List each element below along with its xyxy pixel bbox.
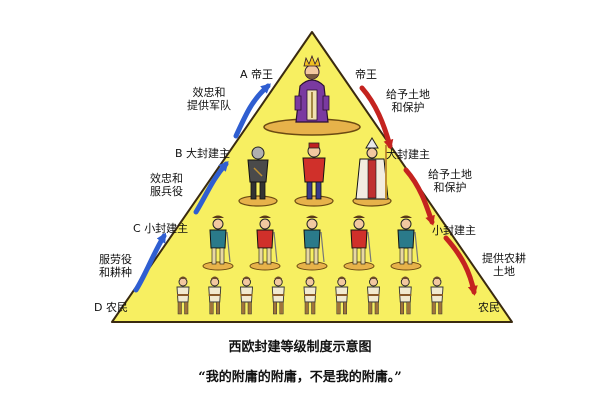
duty-label-bottom: 服劳役 和耕种: [99, 253, 132, 279]
level-b-name: 大封建主: [186, 147, 231, 160]
knight-platform: [249, 261, 281, 271]
duty-label-top-line2: 提供军队: [187, 99, 231, 112]
grant-label-bottom-line2: 土地: [493, 265, 515, 278]
knight-figure-icon: [303, 215, 325, 265]
knight-platform: [343, 261, 375, 271]
duty-label-bottom-line1: 服劳役: [99, 253, 132, 266]
knight-platform: [202, 261, 234, 271]
level-c-label: C 小封建主: [133, 222, 188, 235]
grant-label-middle: 给予土地 和保护: [428, 168, 472, 194]
peasant-figure-icon: [430, 276, 444, 315]
grant-label-bottom-line1: 提供农耕: [482, 252, 526, 265]
peasant-figure-icon: [271, 276, 285, 315]
level-d-letter: D: [94, 301, 103, 314]
arrow-d-to-c: [133, 232, 167, 293]
platforms: [202, 118, 422, 271]
peasant-figure-icon: [240, 276, 253, 315]
platform-upper-left: [238, 195, 278, 207]
level-a-letter: A: [240, 68, 248, 81]
arrow-a-to-b: [359, 85, 394, 150]
level-a-label: A 帝王: [240, 68, 273, 81]
grant-label-top-line1: 给予土地: [386, 88, 430, 101]
grant-label-middle-line2: 和保护: [433, 181, 467, 194]
level-a-name: 帝王: [251, 68, 274, 81]
level-d-name: 农民: [105, 301, 128, 314]
knight-figure-icon: [350, 215, 372, 265]
great-lord-figure-icon: [247, 146, 269, 200]
grant-label-top: 给予土地 和保护: [386, 88, 430, 114]
right-label-lesser-lord: 小封建主: [432, 224, 476, 237]
level-c-letter: C: [133, 222, 141, 235]
diagram-caption-title: 西欧封建等级制度示意图: [228, 340, 372, 355]
knight-figure-icon: [209, 215, 231, 265]
level-c-name: 小封建主: [144, 222, 189, 235]
peasant-figure-icon: [398, 276, 412, 315]
peasant-figures: [176, 276, 444, 315]
duty-label-middle-line1: 效忠和: [150, 172, 183, 185]
arrow-b-to-c: [403, 167, 435, 226]
right-label-great-lord: 大封建主: [386, 148, 430, 161]
arrow-c-to-b: [193, 160, 229, 215]
king-figure-icon: [294, 54, 330, 123]
peasant-figure-icon: [335, 276, 349, 315]
peasant-figure-icon: [303, 276, 317, 315]
right-label-emperor: 帝王: [355, 68, 377, 81]
grant-label-bottom: 提供农耕 土地: [482, 252, 526, 278]
level-d-label: D 农民: [94, 301, 128, 314]
grant-label-top-line2: 和保护: [391, 101, 425, 114]
peasant-figure-icon: [176, 276, 190, 315]
knight-figures: [209, 215, 419, 265]
knight-platform: [296, 261, 328, 271]
duty-label-middle-line2: 服兵役: [150, 185, 183, 198]
peasant-figure-icon: [208, 276, 222, 315]
duty-label-middle: 效忠和 服兵役: [150, 172, 183, 198]
duty-label-top-line1: 效忠和: [192, 86, 226, 99]
right-label-peasant: 农民: [478, 301, 500, 314]
duty-label-top: 效忠和 提供军队: [187, 86, 231, 112]
great-lord-figure-icon: [355, 137, 389, 200]
duty-label-bottom-line2: 和耕种: [99, 266, 132, 279]
arrow-c-to-d: [443, 235, 478, 296]
knight-figure-icon: [397, 215, 419, 265]
platform-upper-center: [294, 195, 334, 207]
level-b-letter: B: [175, 147, 183, 160]
level-b-label: B 大封建主: [175, 147, 230, 160]
great-lord-figure-icon: [302, 142, 326, 200]
diagram-caption-quote: “我的附庸的附庸，不是我的附庸。”: [198, 370, 402, 385]
peasant-figure-icon: [367, 276, 380, 315]
arrow-b-to-a: [233, 83, 272, 139]
great-lord-figures: [247, 137, 389, 200]
knight-platform: [390, 261, 422, 271]
knight-figure-icon: [256, 215, 278, 265]
grant-label-middle-line1: 给予土地: [428, 168, 472, 181]
